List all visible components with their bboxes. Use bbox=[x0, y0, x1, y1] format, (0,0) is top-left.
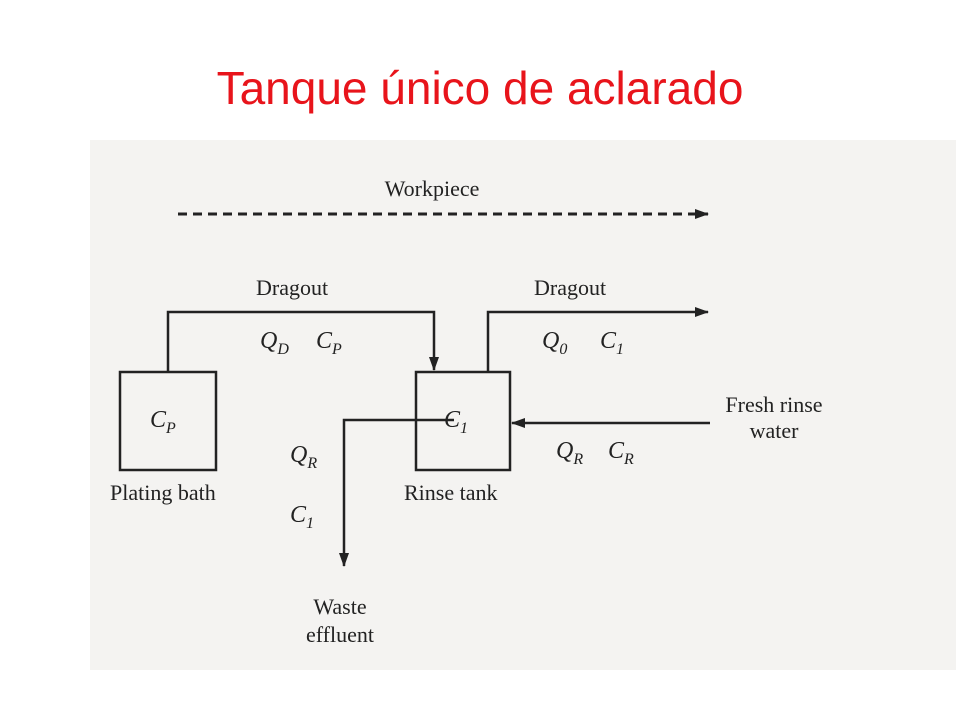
rinse-tank-label: Rinse tank bbox=[404, 480, 498, 505]
fresh-rinse-q: QR bbox=[556, 438, 583, 468]
dragin-flow-arrow bbox=[166, 310, 439, 372]
dragout-flow-c: C1 bbox=[600, 328, 624, 358]
workpiece-label: Workpiece bbox=[385, 176, 480, 201]
fresh-rinse-label-2: water bbox=[750, 418, 800, 443]
waste-effluent-label-2: effluent bbox=[306, 622, 374, 647]
dragout-left-label: Dragout bbox=[256, 275, 328, 300]
rinse-tank-concentration: C1 bbox=[444, 407, 468, 437]
waste-effluent-label-1: Waste bbox=[313, 594, 366, 619]
waste-flow-c: C1 bbox=[290, 502, 314, 532]
waste-flow-q: QR bbox=[290, 442, 317, 472]
dragin-flow-c: CP bbox=[316, 328, 342, 358]
dragout-flow-arrow bbox=[486, 307, 709, 372]
dragout-flow-q: Q0 bbox=[542, 328, 567, 358]
dragout-right-label: Dragout bbox=[534, 275, 606, 300]
scanned-figure-background bbox=[90, 140, 956, 670]
dragin-flow-q: QD bbox=[260, 328, 289, 358]
plating-bath-concentration: CP bbox=[150, 407, 176, 437]
waste-effluent-arrow bbox=[339, 418, 454, 567]
plating-bath-label: Plating bath bbox=[110, 480, 216, 505]
fresh-rinse-label-1: Fresh rinse bbox=[725, 392, 822, 417]
page-title: Tanque único de aclarado bbox=[216, 62, 744, 114]
fresh-rinse-c: CR bbox=[608, 438, 634, 468]
